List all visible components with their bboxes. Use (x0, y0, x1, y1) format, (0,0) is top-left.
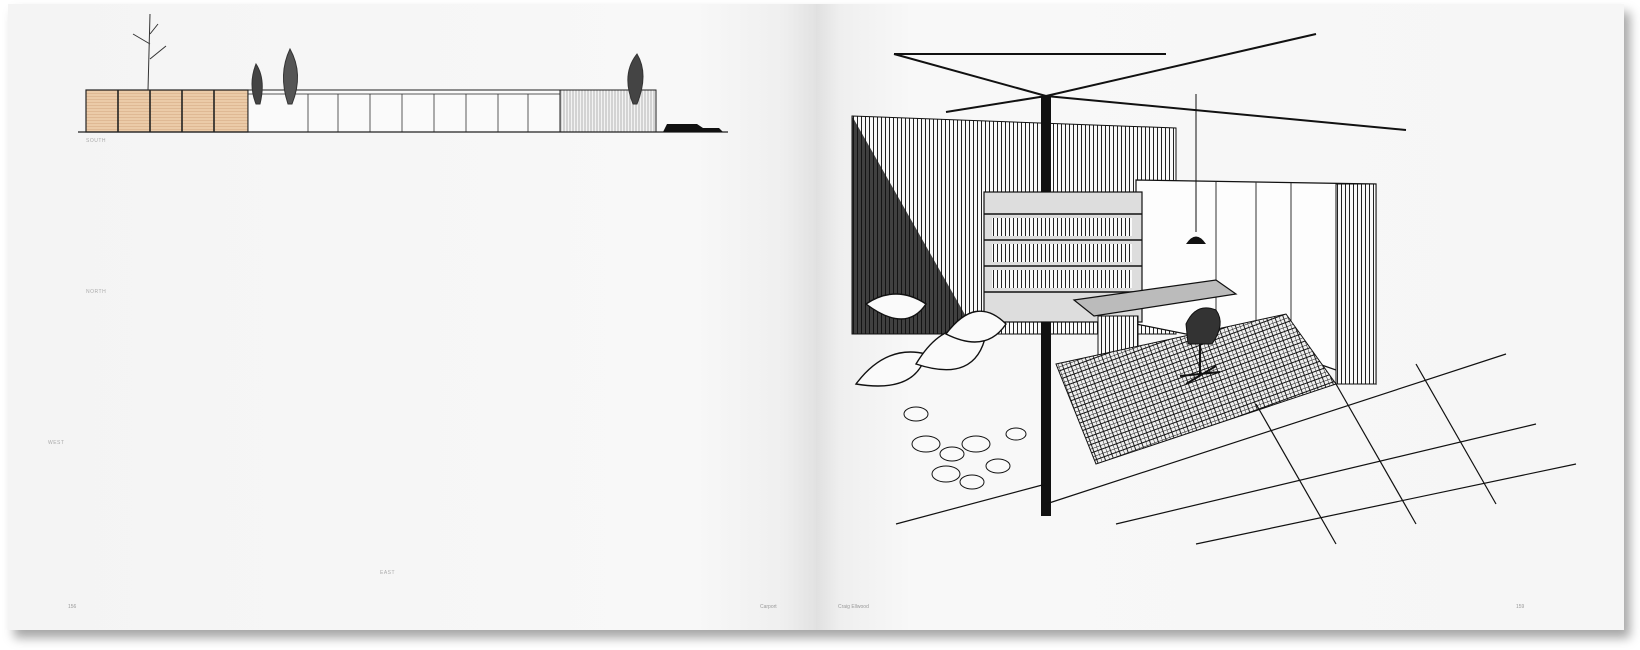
shell-chair-icon (1185, 307, 1221, 345)
monstera-planting (854, 293, 1027, 490)
south-elevation (78, 13, 728, 133)
running-head-left: Carport (760, 604, 777, 610)
elevation-drawings (78, 13, 728, 133)
page-number-left: 156 (68, 604, 77, 610)
page-number-right: 159 (1516, 604, 1525, 610)
elevation-caption-east: East (380, 570, 396, 576)
running-head-right: Craig Ellwood (838, 604, 869, 610)
interior-perspective-drawing (851, 33, 1577, 545)
car-icon (663, 124, 723, 132)
elevation-caption-south: South (86, 138, 106, 144)
elevation-caption-north: North (86, 289, 107, 295)
open-book-spread: South North West East 156 Carport (8, 4, 1624, 630)
left-page: South North West East 156 Carport (8, 4, 816, 630)
pendant-lamp-icon (1186, 236, 1206, 244)
right-page: Craig Ellwood 159 (816, 4, 1624, 630)
elevation-caption-west: West (48, 440, 65, 446)
